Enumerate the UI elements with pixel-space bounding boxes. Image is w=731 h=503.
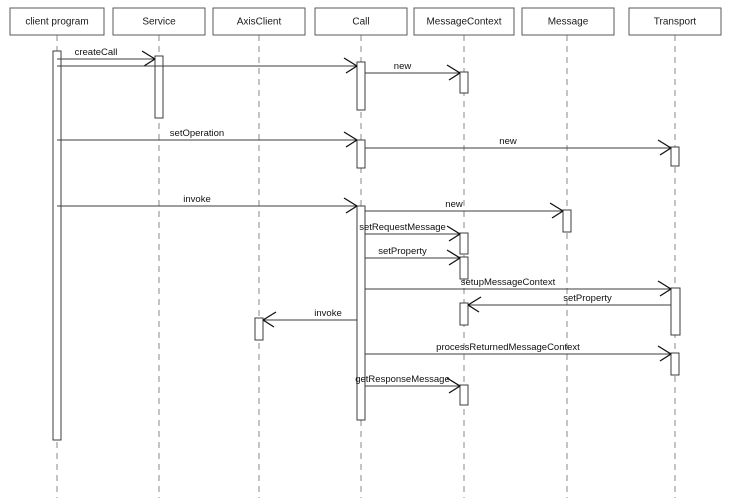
message-label: setOperation (170, 128, 224, 139)
participant-box-axisclient[interactable]: AxisClient (212, 7, 306, 36)
arrow-head-lower (659, 147, 672, 156)
message-setOperation-3[interactable]: setOperation (57, 128, 358, 148)
activation-bar-call[interactable] (356, 139, 366, 169)
message-label: invoke (183, 194, 210, 205)
arrow-head-lower (345, 139, 358, 148)
participant-box-message[interactable]: Message (521, 7, 615, 36)
arrow-head-upper (343, 197, 358, 207)
activation-bar-service[interactable] (154, 55, 164, 119)
participant-label: MessageContext (426, 17, 501, 28)
message-label: new (445, 199, 463, 210)
lifelines-layer (56, 35, 676, 498)
participant-label: Service (142, 17, 176, 28)
message-new-2[interactable]: new (365, 61, 461, 81)
arrow-head-upper (262, 311, 277, 321)
activation-bar-transport[interactable] (670, 287, 681, 336)
activation-bar-messagecontext[interactable] (459, 302, 469, 326)
message-label: processReturnedMessageContext (436, 342, 580, 353)
participant-box-messagecontext[interactable]: MessageContext (413, 7, 515, 36)
arrow-head-lower (345, 65, 358, 74)
arrow-head-upper (343, 131, 358, 141)
participant-label: Call (352, 17, 369, 28)
participant-box-frame (314, 7, 408, 36)
arrow-head-upper (467, 296, 482, 306)
message-label: invoke (314, 308, 341, 319)
arrow-head-upper (657, 139, 672, 149)
message-unlabeled-1[interactable] (57, 57, 358, 74)
message-label: new (499, 136, 517, 147)
message-invoke-5[interactable]: invoke (57, 194, 358, 214)
arrow-head-lower (659, 353, 672, 362)
participant-box-client[interactable]: client program (9, 7, 105, 36)
arrow-head-upper (141, 50, 156, 60)
participant-label: client program (25, 17, 88, 28)
arrow-head-lower (448, 72, 461, 81)
participant-box-frame (521, 7, 615, 36)
activation-bar-transport[interactable] (670, 352, 680, 376)
message-setProperty-8[interactable]: setProperty (365, 246, 461, 266)
participant-box-transport[interactable]: Transport (628, 7, 722, 36)
arrow-head-upper (549, 202, 564, 212)
participant-box-service[interactable]: Service (112, 7, 206, 36)
message-label: setupMessageContext (461, 277, 556, 288)
activation-bar-messagecontext[interactable] (459, 232, 469, 255)
participant-box-frame (112, 7, 206, 36)
message-label: new (394, 61, 412, 72)
activation-bar-message[interactable] (562, 209, 572, 233)
message-processReturnedMessageContext-12[interactable]: processReturnedMessageContext (365, 342, 672, 362)
arrow-head-lower (143, 58, 156, 67)
message-setupMessageContext-9[interactable]: setupMessageContext (365, 277, 672, 297)
arrow-head-upper (446, 377, 461, 387)
arrow-head-lower (448, 257, 461, 266)
participant-box-frame (212, 7, 306, 36)
activation-bar-messagecontext[interactable] (459, 71, 469, 94)
message-getResponseMessage-13[interactable]: getResponseMessage (355, 374, 461, 394)
arrow-head-lower (467, 304, 480, 313)
message-new-6[interactable]: new (365, 199, 564, 219)
arrow-head-upper (657, 280, 672, 290)
arrow-head-lower (551, 210, 564, 219)
participant-box-frame (9, 7, 105, 36)
participant-label: Message (548, 17, 589, 28)
activation-bar-call[interactable] (356, 205, 366, 421)
messages-layer: createCall new setOperation new invoke new set… (57, 47, 672, 394)
message-setRequestMessage-7[interactable]: setRequestMessage (359, 222, 461, 242)
message-label: setProperty (563, 293, 612, 304)
activation-bar-axisclient[interactable] (254, 317, 264, 341)
message-label: getResponseMessage (355, 374, 450, 385)
message-label: setProperty (378, 246, 427, 257)
arrow-head-upper (446, 64, 461, 74)
arrow-head-upper (446, 225, 461, 235)
activation-bar-transport[interactable] (670, 146, 680, 167)
arrow-head-lower (448, 233, 461, 242)
participant-label: Transport (654, 17, 697, 28)
participant-headers-layer: client program Service AxisClient Call Messa… (9, 7, 722, 36)
arrow-head-lower (659, 288, 672, 297)
message-setProperty-10[interactable]: setProperty (467, 293, 671, 313)
activation-bar-messagecontext[interactable] (459, 256, 469, 280)
arrow-head-lower (345, 205, 358, 214)
message-createCall-0[interactable]: createCall (57, 47, 156, 67)
arrow-head-lower (262, 319, 275, 328)
activation-bar-client[interactable] (52, 50, 62, 441)
participant-box-frame (628, 7, 722, 36)
arrow-head-upper (657, 345, 672, 355)
arrow-head-upper (343, 57, 358, 67)
message-invoke-11[interactable]: invoke (262, 308, 357, 328)
message-label: createCall (75, 47, 118, 58)
participant-box-call[interactable]: Call (314, 7, 408, 36)
participant-label: AxisClient (237, 17, 282, 28)
message-label: setRequestMessage (359, 222, 446, 233)
activations-layer (52, 50, 681, 441)
activation-bar-messagecontext[interactable] (459, 384, 469, 406)
participant-box-frame (413, 7, 515, 36)
arrow-head-lower (448, 385, 461, 394)
message-new-4[interactable]: new (365, 136, 672, 156)
activation-bar-call[interactable] (356, 61, 366, 111)
arrow-head-upper (446, 249, 461, 259)
